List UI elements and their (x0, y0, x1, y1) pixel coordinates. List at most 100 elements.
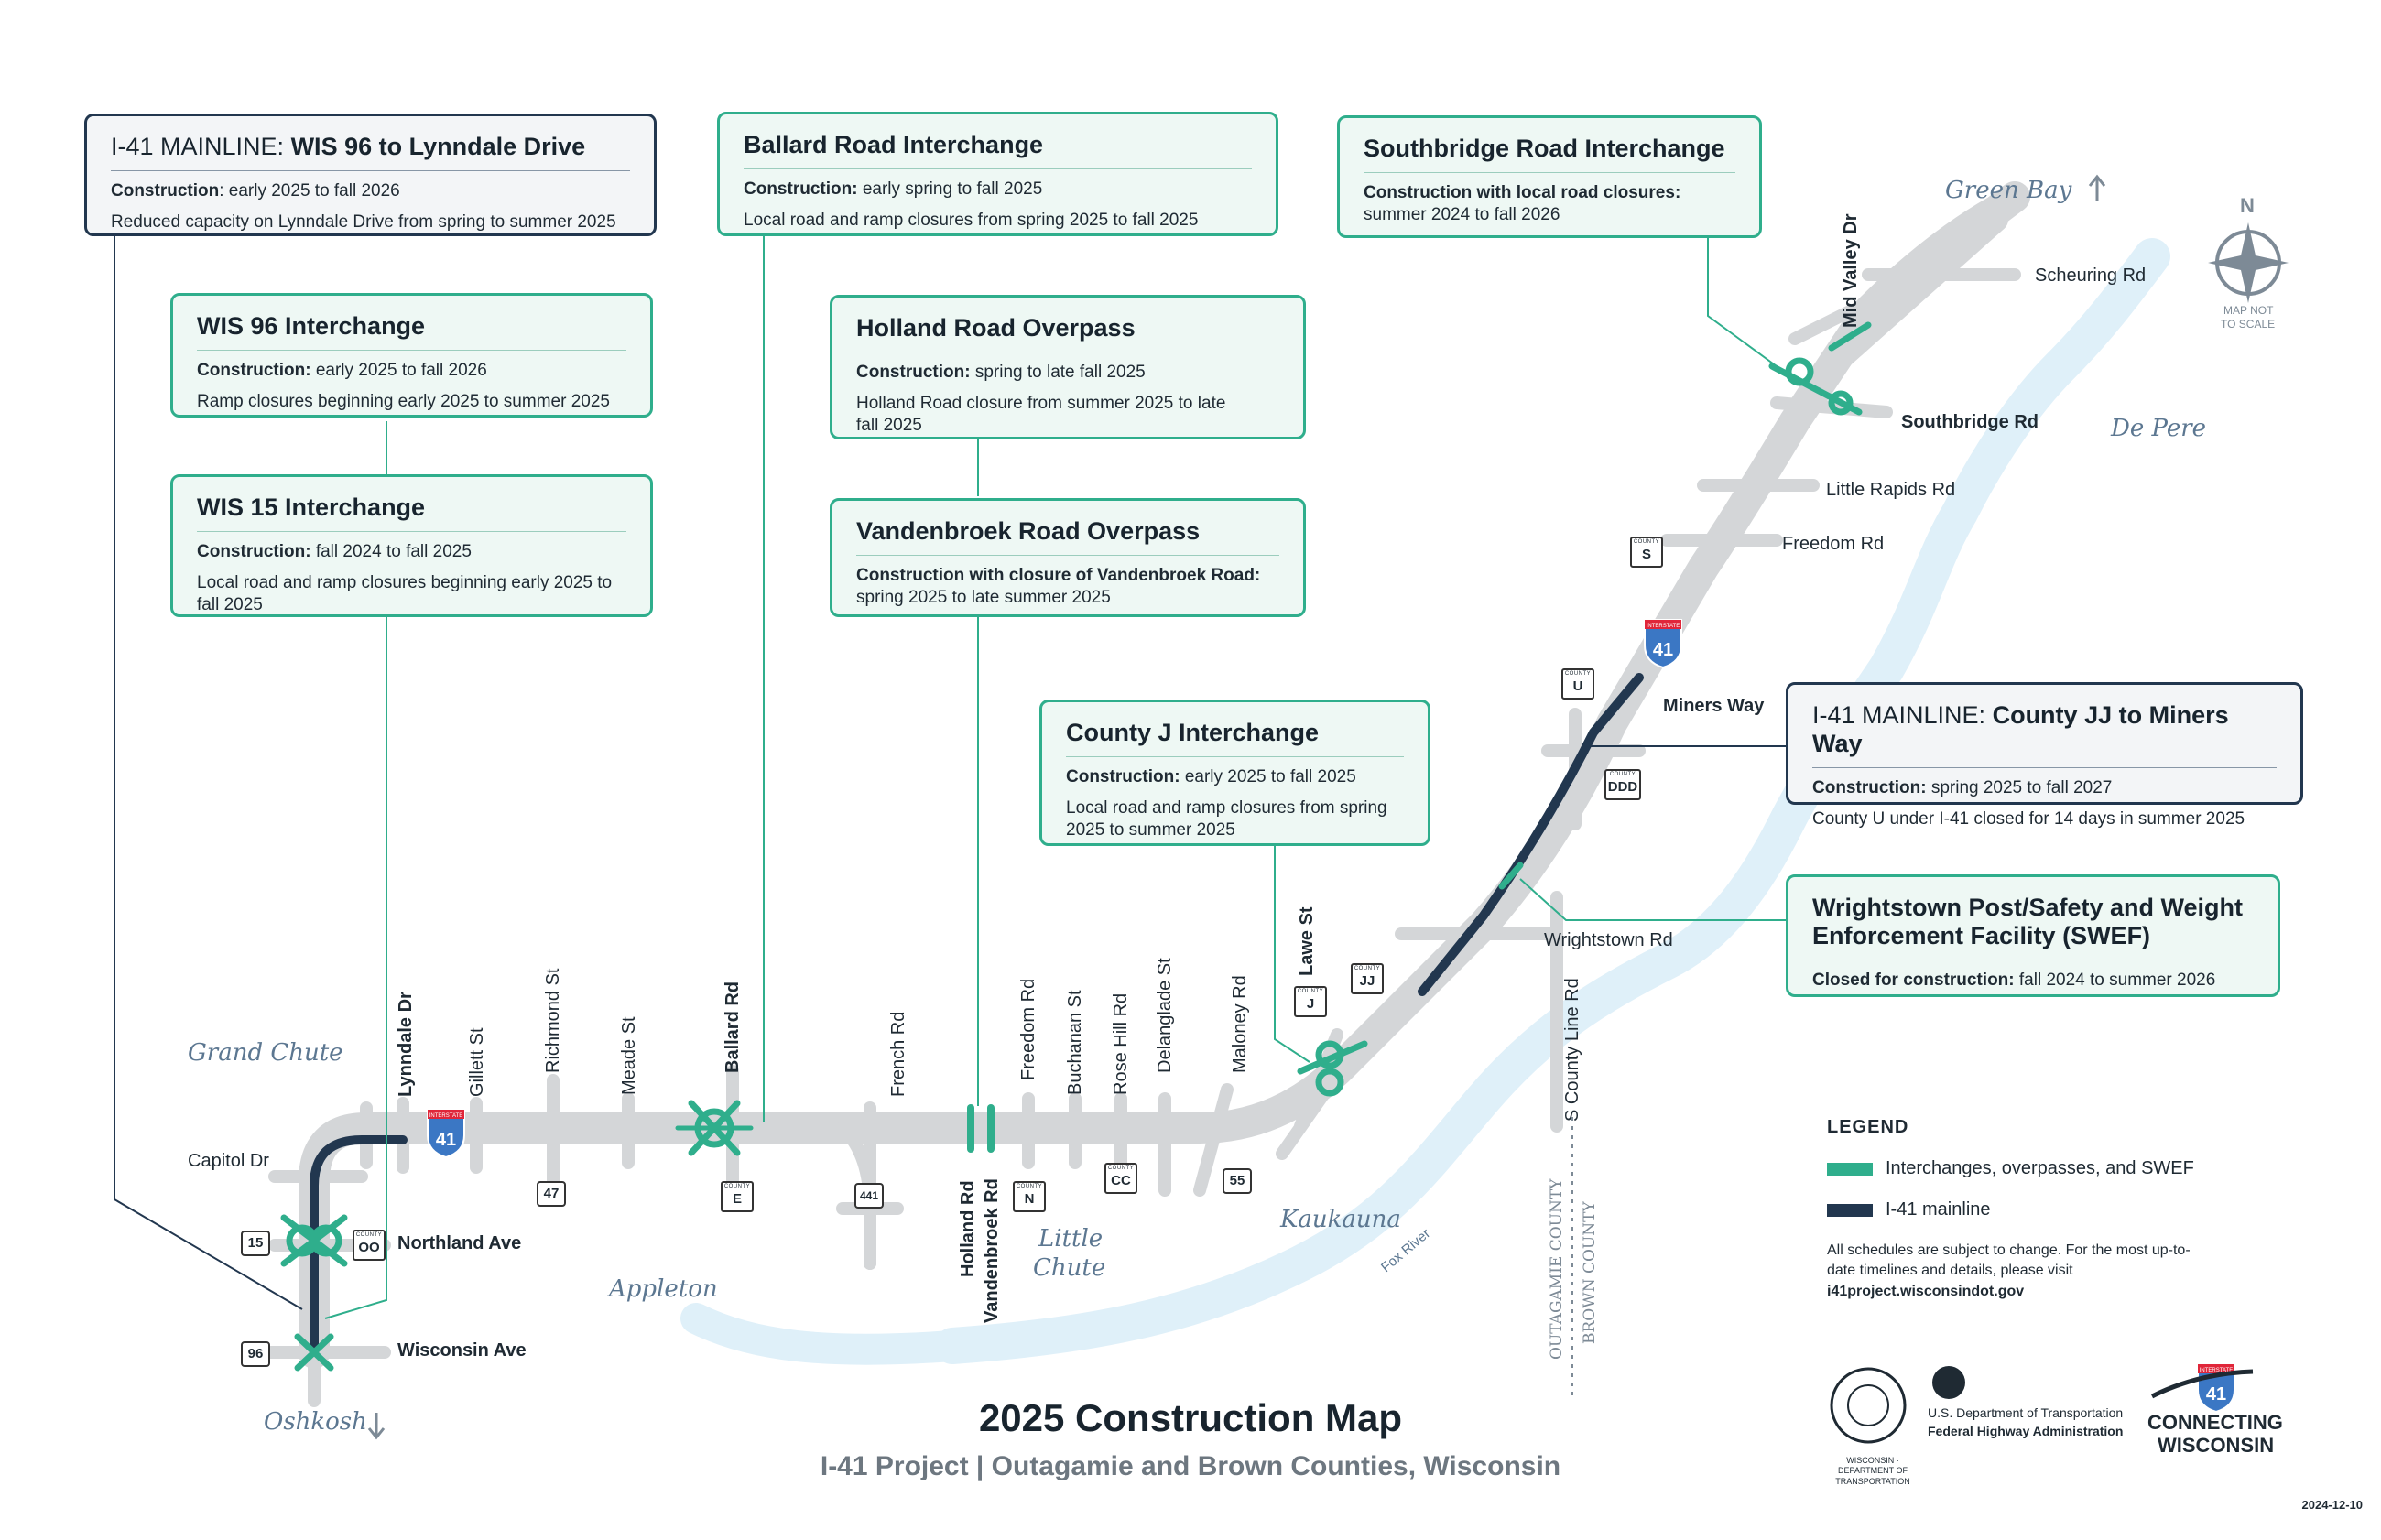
road-label-vandenbroek: Vandenbroek Rd (982, 1178, 1002, 1323)
line-label: Construction with local road closures: (1364, 183, 1681, 203)
wis96-interchange (294, 1333, 334, 1372)
south-arrow-icon (367, 1413, 386, 1440)
connecting-wisconsin-swoosh-icon (2150, 1369, 2254, 1399)
road-label-miners: Miners Way (1663, 696, 1765, 716)
i41-shield-label: INTERSTATE (429, 1113, 462, 1119)
legend-swatch-teal (1827, 1162, 1873, 1176)
road-label-lynndale: Lynndale Dr (396, 992, 416, 1097)
fhwa-logo-text-1: U.S. Department of Transportation (1928, 1405, 2124, 1420)
place-kaukauna: Kaukauna (1280, 1206, 1401, 1233)
county-letter: OO (358, 1240, 380, 1255)
callout-line: Holland Road closure from summer 2025 to… (856, 393, 1226, 435)
line-label: Closed for construction: (1812, 971, 2015, 991)
county-letter: J (1306, 996, 1315, 1012)
county-letter: E (732, 1191, 742, 1207)
fox-river (934, 238, 2170, 1364)
north-arrow-icon (2088, 174, 2106, 201)
wisdot-logo-text: WISCONSIN · DEPARTMENT OF TRANSPORTATION (1835, 1456, 1910, 1486)
callout-wis15: WIS 15 Interchange Construction: fall 20… (170, 474, 653, 617)
callout-title: Ballard Road Interchange (744, 131, 1252, 170)
callout-line: Construction: fall 2024 to fall 2025 (197, 541, 626, 563)
i41-mainline-wis96-lynndale (310, 1135, 408, 1350)
road-label-wrightstown: Wrightstown Rd (1544, 930, 1673, 950)
legend-label: I-41 mainline (1886, 1199, 1991, 1220)
road-label-lawe: Lawe St (1297, 906, 1317, 976)
road-label-meade: Meade St (619, 1016, 639, 1095)
title-bold: WIS 96 to Lynndale Drive (290, 133, 586, 160)
road-label-maloney: Maloney Rd (1230, 975, 1250, 1073)
i41-corridor (299, 181, 2030, 1369)
i41-shield-number: 41 (436, 1130, 456, 1150)
line-label: Construction: (1812, 778, 1927, 798)
callout-line: County U under I-41 closed for 14 days i… (1812, 808, 2245, 829)
road-label-gillett: Gillett St (467, 1027, 487, 1097)
road-label-richmond: Richmond St (543, 968, 563, 1074)
line-label: Construction: (1066, 767, 1180, 787)
compass-north: N (2240, 194, 2255, 217)
road-label-freedom: Freedom Rd (1782, 534, 1885, 554)
legend-url[interactable]: i41project.wisconsindot.gov (1827, 1283, 2025, 1299)
i41-shield-label: INTERSTATE (2200, 1368, 2233, 1373)
road-label-french: French Rd (888, 1011, 908, 1097)
compass-note-1: MAP NOT (2223, 304, 2274, 317)
road-label-wisconsin: Wisconsin Ave (397, 1340, 527, 1361)
callout-title: County J Interchange (1066, 719, 1404, 758)
legend-note: All schedules are subject to change. For… (1827, 1241, 2212, 1302)
callout-line: Construction: early spring to fall 2025 (744, 179, 1252, 201)
callout-line: Local road and ramp closures from spring… (1066, 797, 1387, 840)
callout-title: WIS 96 Interchange (197, 312, 626, 352)
county-tag: COUNTY (1609, 772, 1636, 777)
county-oo-shield-icon: COUNTY OO (353, 1230, 386, 1261)
title-prefix: I-41 MAINLINE: (1812, 701, 1986, 729)
place-little-chute-2: Chute (1033, 1254, 1106, 1282)
wis55-shield-icon: 55 (1223, 1168, 1252, 1194)
county-s-shield-icon: COUNTY S (1630, 537, 1663, 568)
compass-icon (2208, 222, 2289, 303)
county-tag: COUNTY (1633, 539, 1660, 545)
county-tag: COUNTY (723, 1184, 751, 1189)
road-label-freedom-rd: Freedom Rd (1018, 978, 1038, 1080)
callout-holland: Holland Road Overpass Construction: spri… (830, 295, 1306, 439)
print-date: 2024-12-10 (2301, 1498, 2364, 1512)
i41-shield-number: 41 (1653, 640, 1673, 660)
title-prefix: I-41 MAINLINE: (111, 133, 285, 160)
callout-line: Construction: early 2025 to fall 2026 (111, 180, 630, 202)
county-tag: COUNTY (355, 1232, 383, 1238)
swef-facility (1498, 862, 1524, 890)
road-label-scheuring: Scheuring Rd (2035, 266, 2147, 286)
map-title: 2025 Construction Map (978, 1396, 1403, 1439)
legend-title: LEGEND (1827, 1117, 1909, 1137)
wis47-shield-icon: 47 (537, 1181, 566, 1207)
line-label: Construction: (197, 361, 311, 381)
line-label: Construction with closure of Vandenbroek… (856, 566, 1261, 586)
place-de-pere: De Pere (2111, 415, 2207, 442)
fhwa-logo-text-2: Federal Highway Administration (1928, 1424, 2124, 1438)
line-label: Construction: (744, 179, 858, 200)
callout-mainline-jj: I-41 MAINLINE: County JJ to Miners Way C… (1786, 682, 2303, 829)
county-tag: COUNTY (1107, 1166, 1135, 1171)
place-green-bay: Green Bay (1945, 177, 2072, 204)
place-little-chute-1: Little (1038, 1225, 1104, 1253)
road-label-buchanan: Buchanan St (1065, 990, 1085, 1095)
road-label-northland: Northland Ave (397, 1233, 522, 1253)
line-label: Construction: (197, 542, 311, 562)
wis15-shield-icon: 15 (241, 1231, 270, 1256)
map-subtitle: I-41 Project | Outagamie and Brown Count… (820, 1451, 1561, 1481)
callout-line: Construction with local road closures: s… (1364, 182, 1735, 226)
county-letter: S (1641, 547, 1651, 562)
road-label-delanglade: Delanglade St (1155, 958, 1175, 1073)
line-text: fall 2024 to fall 2025 (310, 542, 472, 562)
callout-line: Construction: spring to late fall 2025 (856, 362, 1279, 384)
i41-shield-label: INTERSTATE (1647, 624, 1680, 629)
line-text: early 2025 to fall 2025 (1180, 767, 1356, 787)
place-appleton: Appleton (609, 1275, 718, 1303)
i41-shield-number: 41 (2206, 1384, 2226, 1404)
callout-line: Construction: early 2025 to fall 2026 (197, 360, 626, 382)
callout-vandenbroek: Vandenbroek Road Overpass Construction w… (830, 498, 1306, 617)
road-label-southbridge: Southbridge Rd (1901, 412, 2039, 432)
